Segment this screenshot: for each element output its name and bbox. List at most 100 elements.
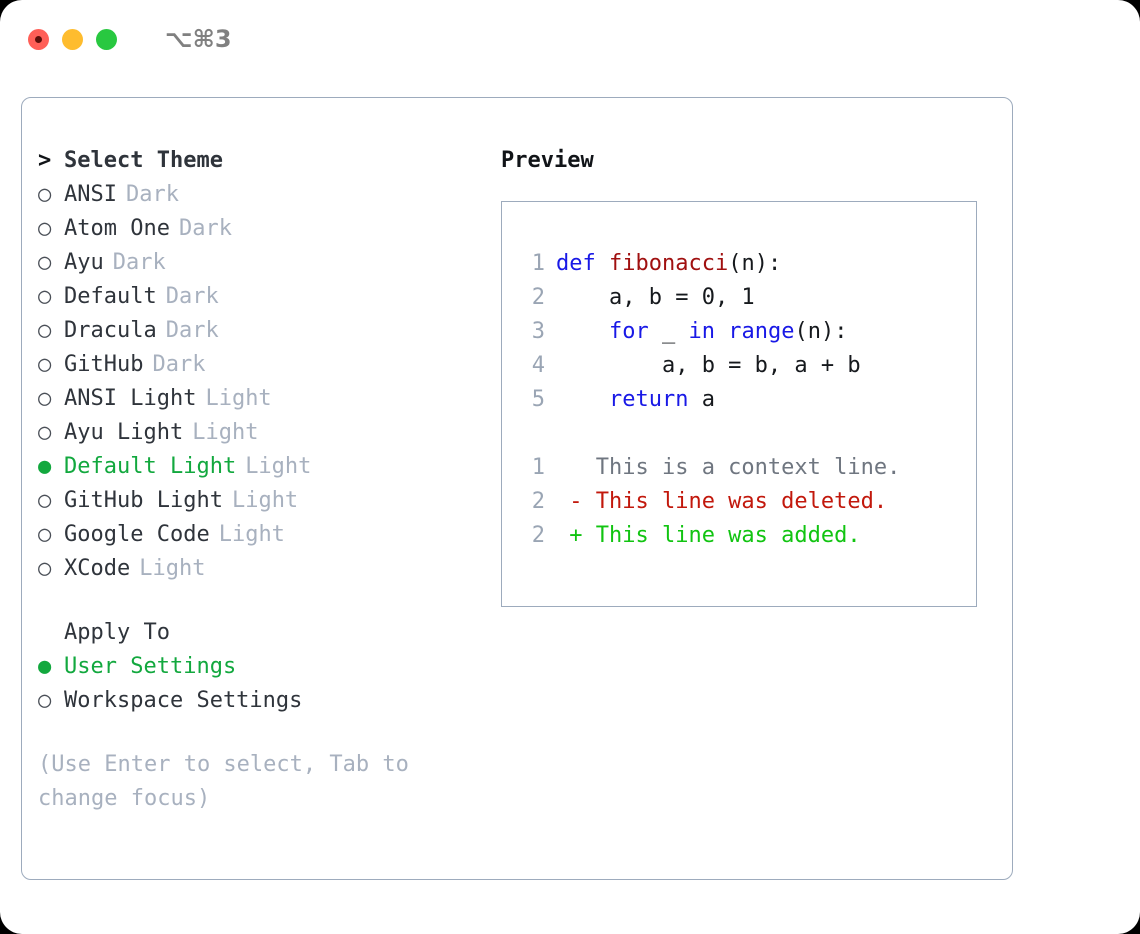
code-token: return — [608, 387, 689, 412]
code-diff-spacer — [517, 417, 976, 451]
theme-option-label: GitHub — [64, 352, 144, 377]
theme-option-label: Ayu — [64, 250, 104, 275]
theme-option-row[interactable]: ○ XCode Light — [38, 552, 498, 586]
code-token — [556, 315, 609, 349]
apply-to-header-indent: ○ — [38, 616, 64, 650]
apply-to-title: Apply To — [64, 620, 170, 645]
line-number: 2 — [531, 489, 545, 514]
theme-option-label: Google Code — [64, 522, 210, 547]
theme-option-row[interactable]: ○ Default Dark — [38, 280, 498, 314]
keyboard-hint-text: (Use Enter to select, Tab to change focu… — [38, 752, 409, 811]
theme-option-variant: Dark — [165, 318, 219, 343]
theme-option-variant: Light — [218, 522, 285, 547]
theme-option-label: XCode — [64, 556, 131, 581]
theme-option-variant: Light — [192, 420, 259, 445]
theme-option-variant: Light — [205, 386, 272, 411]
window-controls — [28, 28, 117, 50]
preview-title: Preview — [501, 148, 594, 173]
apply-to-options-list: ●User Settings ○ Workspace Settings — [38, 650, 498, 718]
theme-list-title: Select Theme — [64, 148, 223, 173]
radio-selected-icon[interactable]: ● — [38, 454, 52, 479]
theme-option-row[interactable]: ○ ANSI Light Light — [38, 382, 498, 416]
code-token: range — [728, 319, 795, 344]
code-token: def — [556, 251, 609, 276]
theme-option-variant: Dark — [178, 216, 232, 241]
code-token: + This line was added. — [556, 523, 861, 548]
line-number: 1 — [531, 455, 545, 480]
theme-option-variant: Light — [139, 556, 206, 581]
radio-unselected-icon[interactable]: ○ — [38, 488, 52, 513]
diff-sample: 1 This is a context line.2 - This line w… — [517, 451, 976, 553]
line-number: 5 — [531, 387, 545, 412]
code-token: in — [688, 319, 715, 344]
radio-unselected-icon[interactable]: ○ — [38, 216, 52, 241]
apply-to-option-label: Workspace Settings — [64, 688, 303, 713]
diff-line: 2 + This line was added. — [517, 519, 976, 553]
radio-unselected-icon[interactable]: ○ — [38, 318, 52, 343]
theme-option-variant: Light — [231, 488, 299, 513]
apply-to-option-row[interactable]: ○ Workspace Settings — [38, 684, 498, 718]
theme-option-variant: Dark — [112, 250, 166, 275]
radio-unselected-icon[interactable]: ○ — [38, 386, 52, 411]
code-token: _ — [648, 319, 689, 344]
code-token — [556, 383, 609, 417]
code-line: 4 a, b = b, a + b — [517, 349, 976, 383]
theme-option-label: GitHub Light — [64, 488, 223, 513]
theme-option-row[interactable]: ○ Ayu Light Light — [38, 416, 498, 450]
code-token: for — [608, 319, 649, 344]
radio-unselected-icon[interactable]: ○ — [38, 284, 52, 309]
title-bar: ⌥⌘3 — [0, 0, 1140, 78]
maximize-window-button[interactable] — [96, 28, 117, 50]
radio-selected-icon[interactable]: ● — [38, 654, 52, 679]
code-token: a — [688, 387, 715, 412]
theme-option-label: Ayu Light — [64, 420, 184, 445]
code-line: 3 for _ in range(n): — [517, 315, 976, 349]
code-token: (n): — [728, 251, 782, 276]
apply-to-header: ○ Apply To — [38, 616, 498, 650]
radio-unselected-icon[interactable]: ○ — [38, 556, 52, 581]
theme-option-variant: Dark — [125, 182, 179, 207]
radio-unselected-icon[interactable]: ○ — [38, 420, 52, 445]
theme-option-label: ANSI — [64, 182, 117, 207]
line-number: 3 — [531, 319, 545, 344]
code-token: a, b = 0, 1 — [556, 285, 755, 310]
theme-option-row[interactable]: ○ Google Code Light — [38, 518, 498, 552]
theme-option-label: ANSI Light — [64, 386, 197, 411]
radio-unselected-icon[interactable]: ○ — [38, 688, 52, 713]
keyboard-shortcut-label: ⌥⌘3 — [165, 25, 232, 53]
minimize-window-button[interactable] — [62, 28, 83, 50]
radio-unselected-icon[interactable]: ○ — [38, 182, 52, 207]
theme-option-row[interactable]: ○ Ayu Dark — [38, 246, 498, 280]
radio-unselected-icon[interactable]: ○ — [38, 250, 52, 275]
code-token: fibonacci — [608, 251, 729, 276]
apply-to-option-row[interactable]: ●User Settings — [38, 650, 498, 684]
prompt-caret-icon: > — [38, 148, 52, 173]
theme-option-row[interactable]: ○ ANSI Dark — [38, 178, 498, 212]
theme-option-variant: Dark — [165, 284, 219, 309]
radio-unselected-icon[interactable]: ○ — [38, 352, 52, 377]
code-token: a, b = b, a + b — [556, 353, 861, 378]
theme-option-label: Default — [64, 284, 157, 309]
radio-unselected-icon[interactable]: ○ — [38, 522, 52, 547]
close-window-button[interactable] — [28, 28, 49, 50]
line-number: 4 — [531, 353, 545, 378]
theme-option-label: Default Light — [64, 454, 237, 479]
code-line: 2 a, b = 0, 1 — [517, 281, 976, 315]
section-spacer — [38, 586, 498, 616]
theme-list-header: > Select Theme — [38, 144, 498, 178]
hint-spacer — [38, 718, 498, 748]
diff-line: 1 This is a context line. — [517, 451, 976, 485]
line-number: 2 — [531, 523, 545, 548]
theme-option-row[interactable]: ○ GitHub Light Light — [38, 484, 498, 518]
line-number: 2 — [531, 285, 545, 310]
